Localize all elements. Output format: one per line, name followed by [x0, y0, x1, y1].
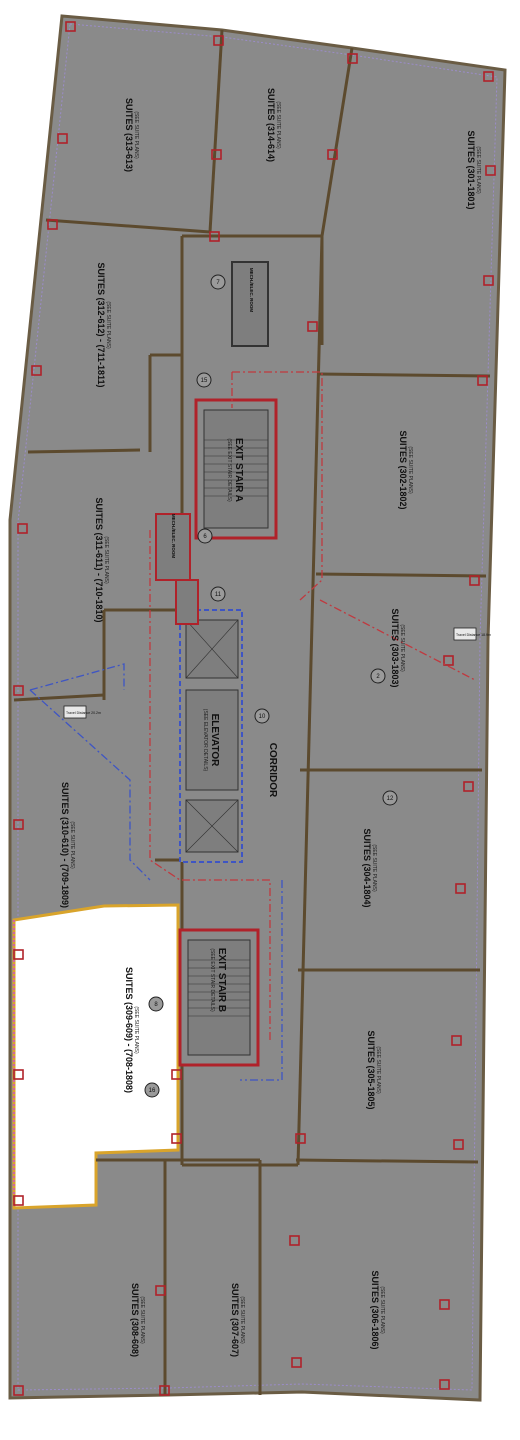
callout-tag-2: 2 [370, 668, 386, 684]
svg-text:(SEE EXIT STAIR DETAILS): (SEE EXIT STAIR DETAILS) [209, 948, 215, 1012]
suite-301-1801[interactable]: SUITES (301-1801) (SEE SUITE PLANS) [466, 130, 481, 209]
svg-text:SUITES (307-607): SUITES (307-607) [230, 1283, 240, 1357]
svg-text:(SEE SUITE PLANS): (SEE SUITE PLANS) [133, 111, 139, 159]
suite-311-611[interactable]: SUITES (311-611) - (710-1810) (SEE SUITE… [94, 497, 109, 622]
svg-text:(SEE SUITE PLANS): (SEE SUITE PLANS) [69, 821, 75, 869]
svg-text:SUITES (305-1805): SUITES (305-1805) [366, 1030, 376, 1109]
suite-312-612[interactable]: SUITES (312-612) - (711-1811) (SEE SUITE… [96, 262, 111, 387]
suite-305-1805[interactable]: SUITES (305-1805) (SEE SUITE PLANS) [366, 1030, 381, 1109]
stair-a-label: EXIT STAIR A (SEE EXIT STAIR DETAILS) [226, 438, 244, 502]
travel-note-1: Travel Distance 20.2m [63, 705, 101, 719]
travel-note-2: Travel Distance 18.9m [453, 627, 491, 641]
svg-text:Travel Distance 20.2m: Travel Distance 20.2m [66, 711, 101, 715]
mech-room-1-label: MECH./ELEC. ROOM [249, 268, 254, 313]
suite-304-1804[interactable]: SUITES (304-1804) (SEE SUITE PLANS) [362, 828, 377, 907]
exit-stair-a [194, 398, 278, 540]
svg-text:(SEE SUITE PLANS): (SEE SUITE PLANS) [375, 1046, 381, 1094]
svg-text:(SEE SUITE PLANS): (SEE SUITE PLANS) [399, 624, 405, 672]
suite-310-610[interactable]: SUITES (310-610) - (709-1809) (SEE SUITE… [60, 782, 75, 908]
travel-path-red [149, 371, 476, 1040]
stair-b-label: EXIT STAIR B (SEE EXIT STAIR DETAILS) [209, 948, 227, 1012]
svg-text:(SEE SUITE PLANS): (SEE SUITE PLANS) [371, 844, 377, 892]
suite-302-1802[interactable]: SUITES (302-1802) (SEE SUITE PLANS) [398, 430, 413, 509]
mech-room-2 [155, 513, 191, 581]
callout-tag-7: 7 [210, 274, 226, 290]
travel-path-blue [29, 663, 283, 1081]
svg-text:(SEE SUITE PLANS): (SEE SUITE PLANS) [105, 301, 111, 349]
callout-tag-15: 15 [196, 372, 212, 388]
corridor-label: CORRIDOR [267, 743, 278, 798]
suite-313-613[interactable]: SUITES (313-613) (SEE SUITE PLANS) [124, 98, 139, 172]
svg-text:SUITES (314-614): SUITES (314-614) [266, 88, 276, 162]
suite-309-609[interactable]: SUITES (309-609) - (708-1808) (SEE SUITE… [124, 967, 139, 1093]
svg-text:EXIT STAIR A: EXIT STAIR A [233, 438, 244, 502]
mech-room-1 [231, 261, 269, 347]
mech-room-2-label: MECH./ELEC. ROOM [171, 514, 176, 559]
svg-text:ELEVATOR: ELEVATOR [209, 714, 220, 768]
suite-306-1806[interactable]: SUITES (306-1806) (SEE SUITE PLANS) [370, 1270, 385, 1349]
exit-stair-b [178, 928, 260, 1067]
building-inner-edge [17, 23, 498, 1391]
svg-text:6: 6 [203, 534, 207, 540]
svg-text:2: 2 [376, 674, 380, 680]
suite-308-608[interactable]: SUITES (308-608) (SEE SUITE PLANS) [130, 1283, 145, 1357]
callout-tag-6: 6 [197, 528, 213, 544]
svg-text:12: 12 [387, 796, 394, 802]
svg-text:(SEE SUITE PLANS): (SEE SUITE PLANS) [133, 1006, 139, 1054]
svg-text:10: 10 [259, 714, 266, 720]
suite-303-1803[interactable]: SUITES (303-1803) (SEE SUITE PLANS) [390, 608, 405, 687]
svg-text:15: 15 [201, 378, 208, 384]
callout-tag-16: 16 [144, 1082, 160, 1098]
suite-314-614[interactable]: SUITES (314-614) (SEE SUITE PLANS) [266, 88, 281, 162]
svg-text:8: 8 [154, 1002, 158, 1008]
svg-text:(SEE SUITE PLANS): (SEE SUITE PLANS) [407, 446, 413, 494]
svg-text:SUITES (309-609) - (708-1808): SUITES (309-609) - (708-1808) [124, 967, 134, 1093]
svg-text:SUITES (304-1804): SUITES (304-1804) [362, 828, 372, 907]
shaft-11 [175, 579, 199, 625]
svg-text:SUITES (308-608): SUITES (308-608) [130, 1283, 140, 1357]
svg-text:(SEE SUITE PLANS): (SEE SUITE PLANS) [379, 1286, 385, 1334]
svg-text:(SEE SUITE PLANS): (SEE SUITE PLANS) [239, 1296, 245, 1344]
svg-text:7: 7 [216, 280, 220, 286]
structural-columns [13, 21, 496, 1396]
svg-text:SUITES (313-613): SUITES (313-613) [124, 98, 134, 172]
callout-tag-11: 11 [210, 586, 226, 602]
svg-text:11: 11 [215, 592, 222, 598]
callout-tag-10: 10 [254, 708, 270, 724]
svg-text:SUITES (311-611) - (710-1810): SUITES (311-611) - (710-1810) [94, 497, 104, 622]
elevator-shaft [179, 609, 243, 863]
svg-text:SUITES (306-1806): SUITES (306-1806) [370, 1270, 380, 1349]
callout-tag-12: 12 [382, 790, 398, 806]
elevator-label: ELEVATOR (SEE ELEVATOR DETAILS) [202, 709, 220, 772]
svg-text:(SEE SUITE PLANS): (SEE SUITE PLANS) [275, 101, 281, 149]
svg-text:(SEE EXIT STAIR DETAILS): (SEE EXIT STAIR DETAILS) [226, 438, 232, 502]
svg-text:SUITES (302-1802): SUITES (302-1802) [398, 430, 408, 509]
svg-text:SUITES (301-1801): SUITES (301-1801) [466, 130, 476, 209]
svg-text:EXIT STAIR B: EXIT STAIR B [216, 948, 227, 1012]
svg-text:(SEE ELEVATOR DETAILS): (SEE ELEVATOR DETAILS) [202, 709, 208, 772]
suite-307-607[interactable]: SUITES (307-607) (SEE SUITE PLANS) [230, 1283, 245, 1357]
suite-highlight-309-609[interactable] [12, 903, 180, 1210]
svg-text:SUITES (312-612) - (711-1811): SUITES (312-612) - (711-1811) [96, 262, 106, 387]
svg-text:SUITES (310-610) - (709-1809): SUITES (310-610) - (709-1809) [60, 782, 70, 908]
svg-text:SUITES (303-1803): SUITES (303-1803) [390, 608, 400, 687]
svg-text:16: 16 [149, 1088, 156, 1094]
svg-text:(SEE SUITE PLANS): (SEE SUITE PLANS) [475, 146, 481, 194]
svg-text:(SEE SUITE PLANS): (SEE SUITE PLANS) [103, 536, 109, 584]
callout-tag-8: 8 [148, 996, 164, 1012]
svg-text:(SEE SUITE PLANS): (SEE SUITE PLANS) [139, 1296, 145, 1344]
svg-text:Travel Distance 18.9m: Travel Distance 18.9m [456, 633, 491, 637]
